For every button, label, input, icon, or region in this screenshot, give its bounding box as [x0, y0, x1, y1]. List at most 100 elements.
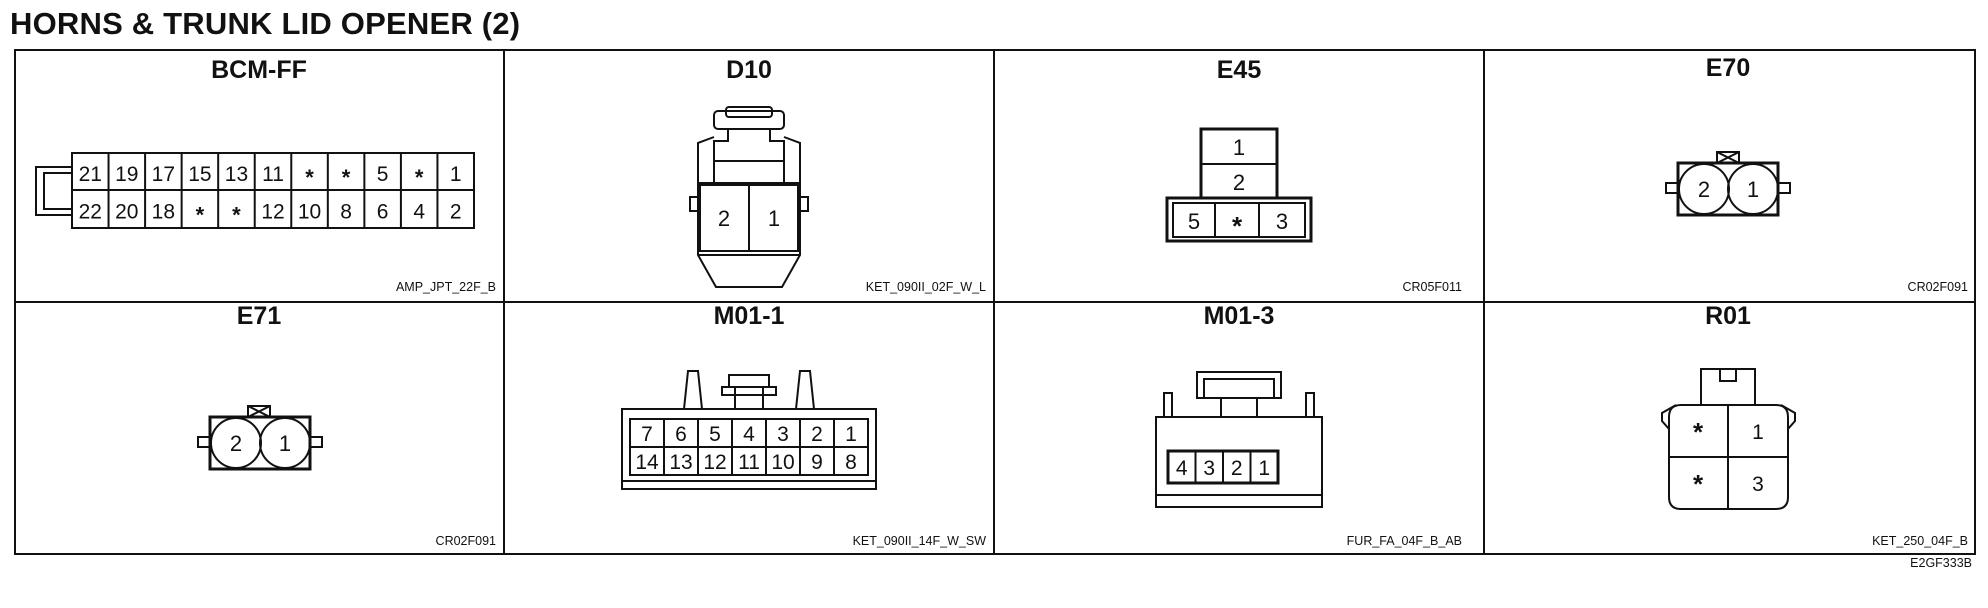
connector-pin: 1 — [1747, 177, 1759, 202]
connector-pin: 3 — [1276, 209, 1288, 234]
connector-pin: 21 — [79, 163, 102, 186]
connector-pin: 3 — [1752, 473, 1764, 496]
connector-pin: 1 — [1258, 457, 1270, 480]
connector-code: KET_090II_14F_W_SW — [853, 534, 987, 548]
connector-pin: 22 — [79, 201, 102, 224]
connector-pin: * — [305, 165, 314, 190]
diagram-id: E2GF333B — [1910, 556, 1972, 570]
connector-pin: * — [1232, 211, 1243, 241]
connector-pin: 2 — [718, 206, 730, 231]
connector-code: FUR_FA_04F_B_AB — [1347, 534, 1462, 548]
connector-side-tab-right — [799, 196, 809, 212]
connector-pin: 4 — [743, 423, 755, 446]
connector-latch-post — [734, 387, 764, 409]
connector-pin: 6 — [377, 201, 389, 224]
connector-latch — [728, 374, 770, 388]
connector-pin: 8 — [845, 451, 857, 474]
connector-tab-right — [795, 370, 815, 410]
connector-pin: 4 — [413, 201, 425, 224]
connector-pin: 3 — [777, 423, 789, 446]
connector-pin: 17 — [152, 163, 175, 186]
connector-tab-left — [683, 370, 703, 410]
connector-pin: 8 — [340, 201, 352, 224]
connector-cell-lines — [1194, 451, 1252, 483]
connector-guide-left — [713, 129, 729, 183]
connector-cell-lines — [107, 153, 439, 228]
connector-side-tab-right — [309, 436, 323, 448]
connector-d10: D10 2 1 KET_090II_02F_W_L — [689, 56, 986, 294]
connector-shell — [1163, 392, 1315, 417]
connector-code: CR02F091 — [1908, 280, 1968, 294]
connector-pin: 7 — [641, 423, 653, 446]
connector-latch — [1196, 371, 1282, 399]
connector-e45: E45 1 2 5 * 3 CR05F011 — [1165, 56, 1462, 294]
connector-shoulder-right — [1780, 404, 1796, 430]
connector-pin: 5 — [1188, 209, 1200, 234]
connector-body-bottom — [1165, 196, 1313, 243]
connector-side-tab-left — [197, 436, 211, 448]
connector-lock-mark — [1716, 151, 1740, 164]
page-title: HORNS & TRUNK LID OPENER (2) — [10, 6, 521, 41]
connector-pin: 6 — [675, 423, 687, 446]
connector-name: E45 — [1217, 56, 1262, 84]
connector-pin: 1 — [1752, 421, 1764, 444]
connector-pin: 13 — [225, 163, 248, 186]
connector-cell-lines — [663, 419, 835, 475]
connector-pin: 11 — [738, 451, 760, 474]
connector-pin: 2 — [1231, 457, 1243, 480]
connector-latch — [35, 166, 72, 216]
connector-pin: 20 — [115, 201, 138, 224]
connector-name: R01 — [1705, 302, 1751, 330]
connector-body — [1155, 416, 1323, 508]
connector-latch-tab — [725, 106, 773, 118]
connector-pin: 2 — [1698, 177, 1710, 202]
connector-pin: * — [1693, 469, 1704, 499]
connector-cavity — [259, 417, 311, 469]
connector-pin: 1 — [768, 206, 780, 231]
connector-side-tab-right — [1777, 182, 1791, 194]
connector-code: KET_090II_02F_W_L — [866, 280, 986, 294]
connector-pin: 2 — [450, 201, 462, 224]
connector-pin: 12 — [261, 201, 284, 224]
connector-pin: 1 — [450, 163, 462, 186]
connector-name: M01-3 — [1204, 302, 1275, 330]
connector-body — [1668, 404, 1789, 510]
connector-pin: 10 — [298, 201, 321, 224]
connector-pin: 2 — [1233, 170, 1245, 195]
connector-pin: 13 — [669, 451, 692, 474]
connector-latch-tab — [1719, 369, 1737, 382]
connector-pin: 15 — [188, 163, 211, 186]
connector-side-tab-left — [689, 196, 699, 212]
connector-code: KET_250_04F_B — [1872, 534, 1968, 548]
connector-pin: 19 — [115, 163, 138, 186]
connector-pin: * — [415, 165, 424, 190]
connector-r01: R01 * * 1 3 KET_250_04F_B — [1661, 302, 1968, 548]
connector-name: D10 — [726, 56, 772, 84]
connector-pin: 10 — [771, 451, 794, 474]
connector-latch-inner — [1203, 378, 1275, 399]
connector-e70: E70 2 1 CR02F091 — [1665, 54, 1968, 294]
connector-side-tab-left — [1665, 182, 1679, 194]
connector-cavity — [1172, 202, 1306, 238]
connector-name: M01-1 — [714, 302, 785, 330]
connector-pin: 1 — [1233, 135, 1245, 160]
connector-pin: 9 — [811, 451, 823, 474]
connector-e71: E71 2 1 CR02F091 — [197, 302, 496, 548]
connector-latch-post — [1220, 398, 1258, 417]
connector-pin: * — [196, 203, 205, 228]
connector-latch-inner — [43, 172, 72, 210]
connector-latch — [713, 110, 785, 130]
connector-pin: 2 — [811, 423, 823, 446]
connector-lock-mark — [247, 405, 271, 418]
connector-pin: 5 — [709, 423, 721, 446]
connector-name: E71 — [237, 302, 282, 330]
connector-code: AMP_JPT_22F_B — [396, 280, 496, 294]
connector-code: CR05F011 — [1402, 280, 1462, 294]
connector-pin: 18 — [152, 201, 175, 224]
connector-pin: * — [342, 165, 351, 190]
